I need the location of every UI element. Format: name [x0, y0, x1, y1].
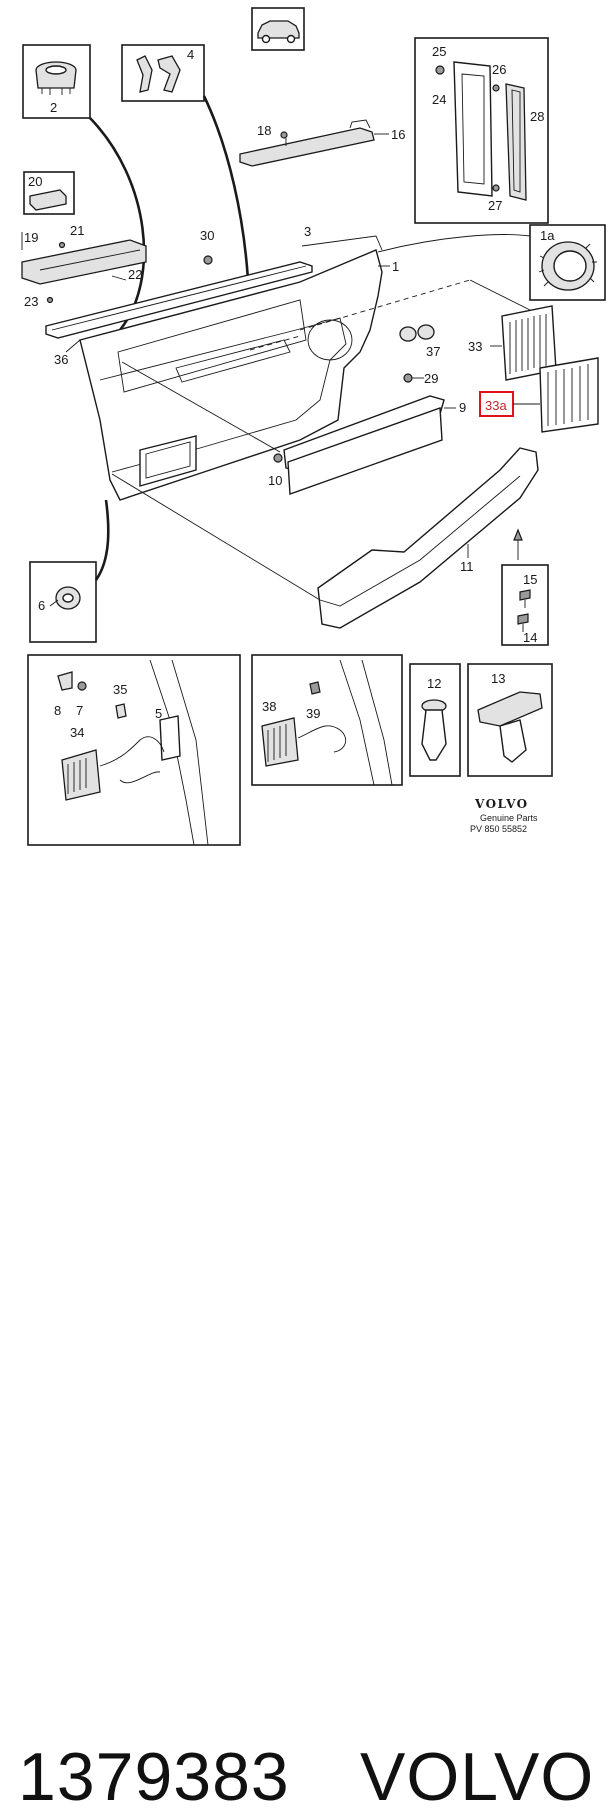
callout-2: 2 — [50, 100, 57, 115]
leader-1a — [377, 234, 531, 253]
callout-10: 10 — [268, 473, 282, 488]
pocket-19: 19 21 22 23 — [21, 223, 147, 309]
callout-7: 7 — [76, 703, 83, 718]
leader-4 — [202, 95, 250, 281]
callout-26: 26 — [492, 62, 506, 77]
callout-15: 15 — [523, 572, 537, 587]
callout-6: 6 — [38, 598, 45, 613]
volvo-genuine-parts-logo: VOLVO Genuine Parts PV 850 55852 — [470, 797, 538, 834]
callout-9: 9 — [459, 400, 466, 415]
callout-37: 37 — [426, 344, 440, 359]
callout-29: 29 — [424, 371, 438, 386]
screw-30: 30 — [200, 228, 214, 265]
inset-handle-24-28: 25 26 24 28 27 — [414, 37, 549, 224]
trim-strip-9: 9 — [283, 395, 466, 495]
callout-4: 4 — [187, 47, 194, 62]
callout-11: 11 — [460, 559, 474, 574]
armrest-11: 11 — [317, 447, 539, 629]
footer: 1379383 VOLVO — [0, 850, 613, 1815]
leader-6 — [94, 499, 110, 581]
inset-screws-14-15: 15 14 — [501, 564, 549, 646]
callout-8: 8 — [54, 703, 61, 718]
clips-37: 37 — [399, 324, 440, 359]
inset-clip-12: 12 — [409, 663, 461, 777]
callout-3: 3 — [304, 224, 311, 239]
callout-33a: 33a — [485, 398, 507, 413]
callout-25: 25 — [432, 44, 446, 59]
screw-10: 10 — [268, 453, 283, 488]
callout-27: 27 — [488, 198, 502, 213]
speaker-grille-33a: 33a — [479, 357, 599, 433]
callout-24: 24 — [432, 92, 446, 107]
leader-33 — [469, 279, 531, 311]
callout-38: 38 — [262, 699, 276, 714]
callout-39: 39 — [306, 706, 320, 721]
callout-23: 23 — [24, 294, 38, 309]
callout-30: 30 — [200, 228, 214, 243]
leader-10 — [121, 361, 281, 453]
door-panel-1: 3 1 — [79, 224, 399, 501]
callout-1: 1 — [392, 259, 399, 274]
screw-29: 29 — [403, 371, 438, 386]
callout-36: 36 — [54, 352, 68, 367]
arrow-head-14 — [513, 528, 523, 541]
rail-36: 36 — [45, 261, 313, 367]
inset-clip-2: 2 — [22, 44, 91, 119]
exploded-parts-diagram: 2 4 18 16 20 19 21 22 23 — [21, 7, 606, 846]
callout-21: 21 — [70, 223, 84, 238]
vehicle-icon — [251, 7, 305, 51]
callout-12: 12 — [427, 676, 441, 691]
inset-clip-4: 4 — [121, 44, 205, 102]
logo-subtitle: Genuine Parts — [480, 813, 538, 823]
callout-1a: 1a — [540, 228, 555, 243]
callout-5: 5 — [155, 706, 162, 721]
callout-35: 35 — [113, 682, 127, 697]
callout-19: 19 — [24, 230, 38, 245]
reference-number: PV 850 55852 — [470, 824, 527, 834]
inset-clip-6: 6 — [29, 561, 97, 643]
leader-11 — [111, 473, 321, 601]
dashed-leader-a — [299, 279, 471, 331]
inset-switch-34: 8 7 35 5 34 — [27, 654, 241, 846]
leader-2 — [89, 117, 146, 331]
callout-18: 18 — [257, 123, 271, 138]
part-number: 1379383 — [18, 1739, 290, 1815]
callout-14: 14 — [523, 630, 537, 645]
inset-switch-38: 38 39 — [251, 654, 403, 786]
callout-33: 33 — [468, 339, 482, 354]
callout-13: 13 — [491, 671, 505, 686]
brand-name: VOLVO — [360, 1739, 595, 1815]
callout-28: 28 — [530, 109, 544, 124]
inset-part-20: 20 — [23, 171, 75, 215]
callout-16: 16 — [391, 127, 405, 142]
callout-34: 34 — [70, 725, 84, 740]
logo-text: VOLVO — [474, 797, 529, 811]
callout-22: 22 — [128, 267, 142, 282]
inset-cap-13: 13 — [467, 663, 553, 777]
callout-20: 20 — [28, 174, 42, 189]
bracket-16: 18 16 — [239, 119, 405, 167]
highlight-box-33a — [479, 391, 514, 417]
inset-speaker-ring-1a: 1a — [529, 224, 606, 301]
